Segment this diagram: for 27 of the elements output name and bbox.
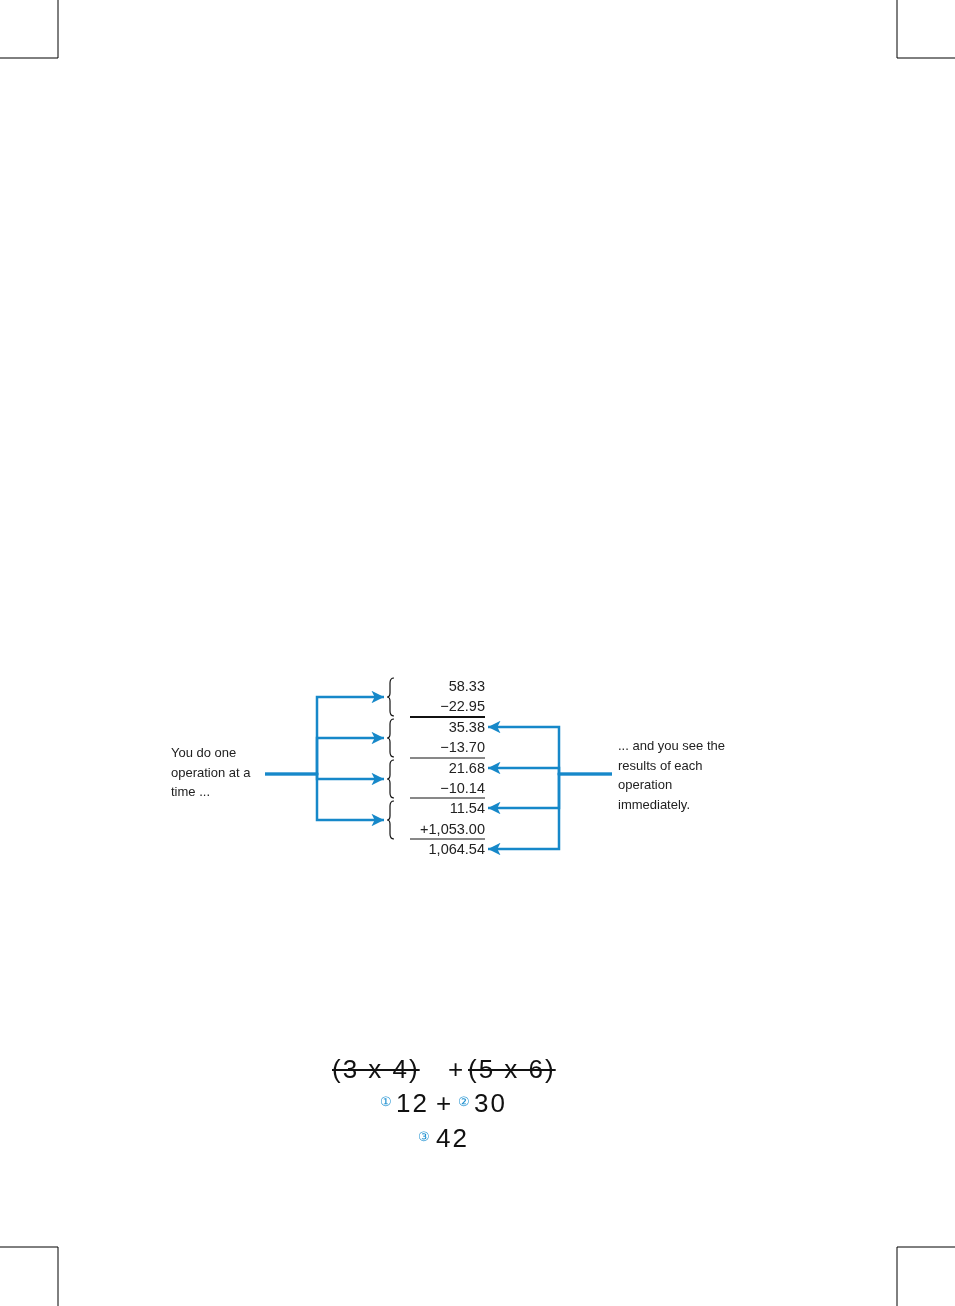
operand-value: −22.95 bbox=[439, 697, 485, 715]
result-value: 11.54 bbox=[430, 799, 485, 817]
brace-symbol bbox=[385, 677, 397, 717]
step-number: ② bbox=[458, 1094, 470, 1110]
step-number: ③ bbox=[418, 1129, 430, 1145]
result-value: 1,064.54 bbox=[410, 840, 485, 858]
annotation-text: You do one operation at a time ... bbox=[171, 743, 261, 802]
annotation-text: ... and you see the results of each operation immediately. bbox=[618, 736, 738, 814]
arrow bbox=[488, 772, 612, 856]
result-value: 21.68 bbox=[430, 759, 485, 777]
handwritten-symbol: + bbox=[436, 1088, 454, 1118]
handwritten-symbol: + bbox=[448, 1054, 466, 1084]
handwritten-number: 42 bbox=[436, 1123, 469, 1153]
step-number: ① bbox=[380, 1094, 392, 1110]
brace-symbol bbox=[385, 800, 397, 840]
operand-value: −13.70 bbox=[439, 738, 485, 756]
handwritten-number: 30 bbox=[474, 1088, 507, 1118]
crossed-out-expression: (3 x 4) bbox=[332, 1054, 420, 1084]
brace-symbol bbox=[385, 759, 397, 799]
operand-value: 58.33 bbox=[447, 677, 485, 695]
operand-value: +1,053.00 bbox=[419, 820, 485, 838]
result-value: 35.38 bbox=[430, 718, 485, 736]
handwritten-number: 12 bbox=[396, 1088, 429, 1118]
operand-value: −10.14 bbox=[439, 779, 485, 797]
crossed-out-expression: (5 x 6) bbox=[468, 1054, 556, 1084]
arrow bbox=[265, 772, 384, 827]
brace-symbol bbox=[385, 718, 397, 758]
